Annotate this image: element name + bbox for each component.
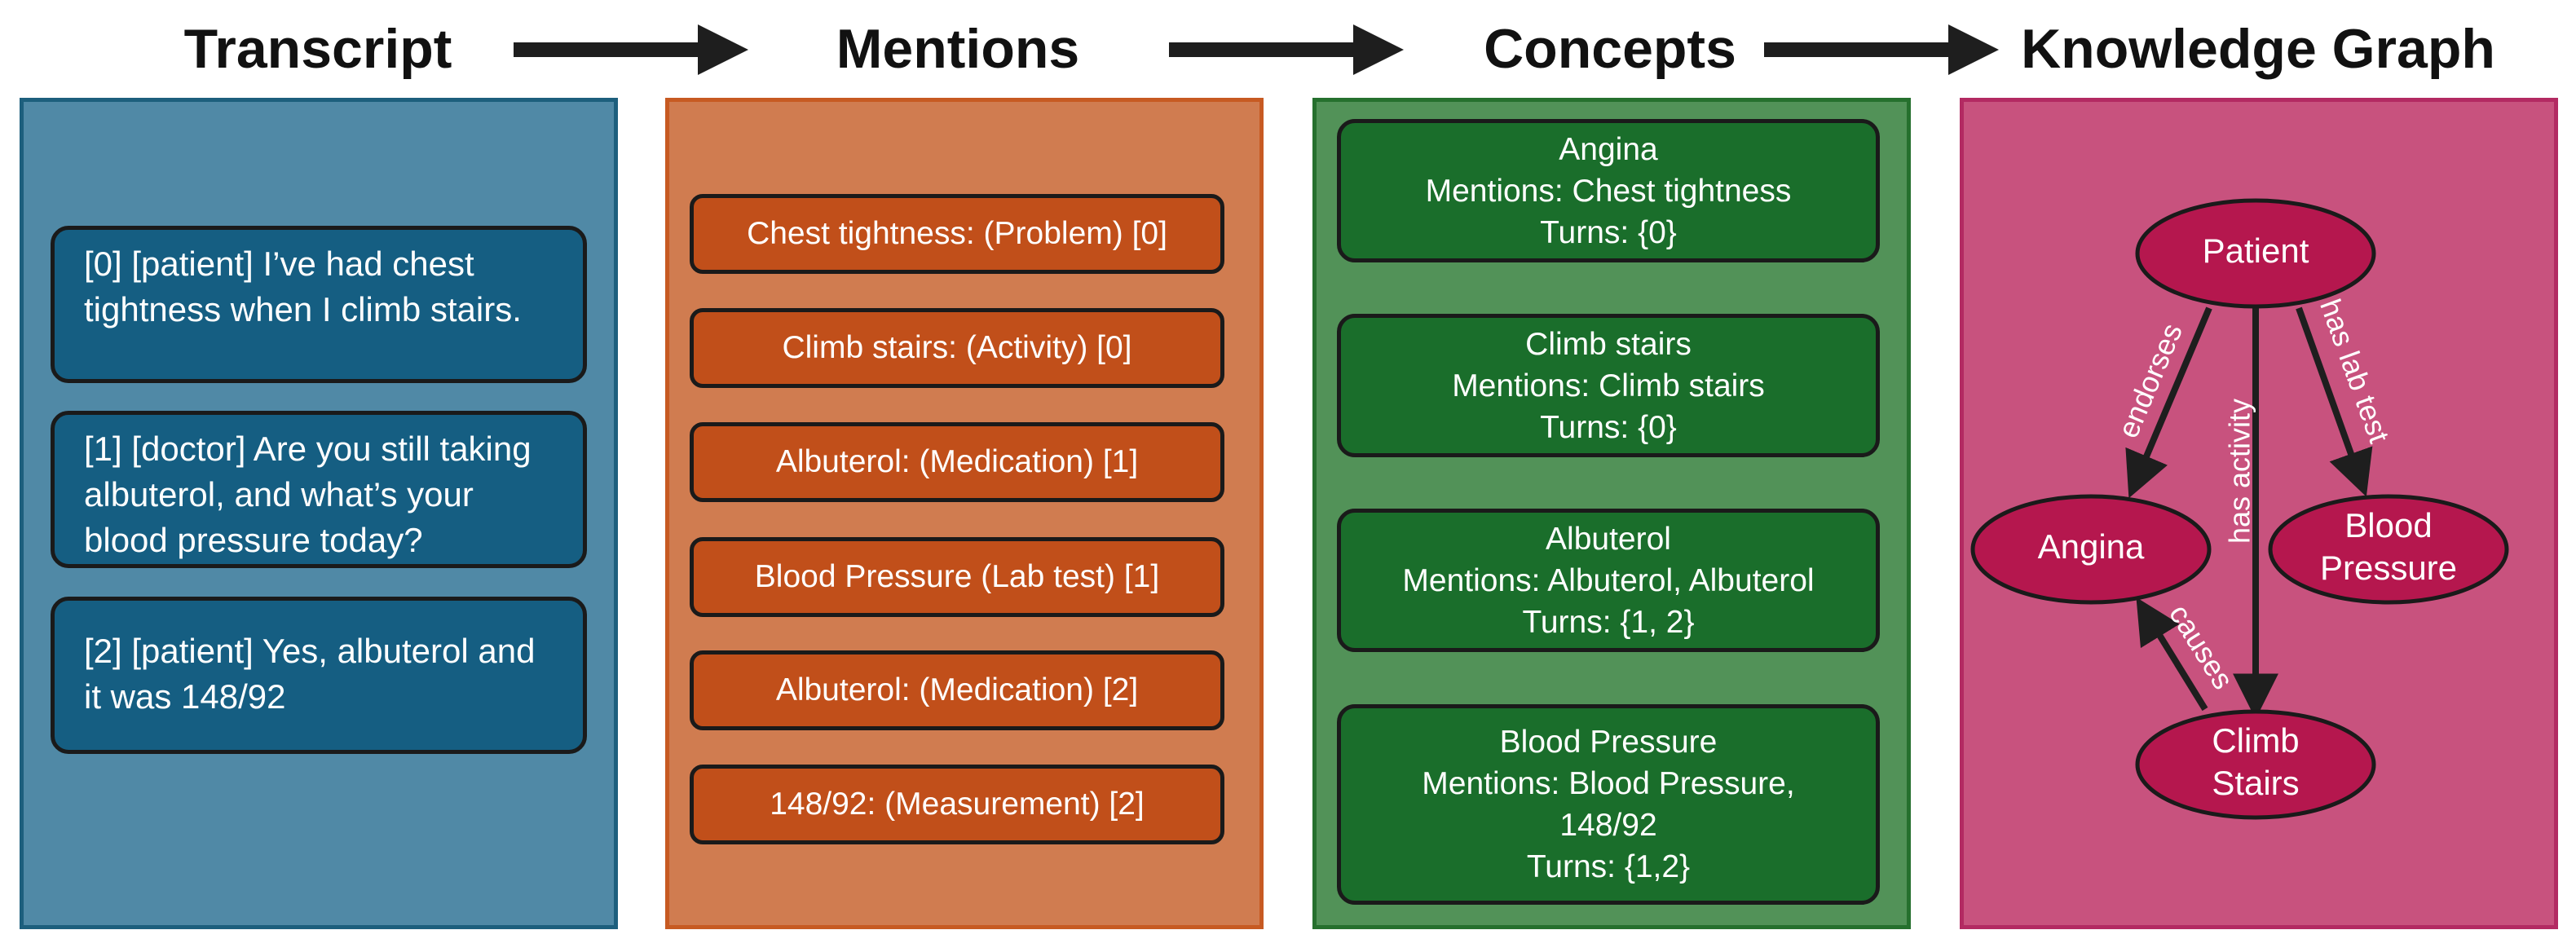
transcript-turn: [2] [patient] Yes, albuterol and it was … <box>51 597 587 754</box>
concept-mentions: Mentions: Blood Pressure, <box>1422 766 1795 801</box>
concept-name: Blood Pressure <box>1499 725 1718 760</box>
graph-node-label: Stairs <box>2212 764 2299 802</box>
graph-node-blood-pressure <box>2268 494 2509 605</box>
concept-card: Angina Mentions: Chest tightness Turns: … <box>1337 119 1880 262</box>
stage-title-knowledge-graph: Knowledge Graph <box>2021 18 2495 80</box>
graph-edge-endorses <box>2125 306 2212 499</box>
flow-arrow-shaft <box>514 42 701 57</box>
concept-turns: Turns: {0} <box>1540 214 1677 250</box>
flow-arrow-shaft <box>1169 42 1356 57</box>
flow-arrow-head <box>1353 24 1404 75</box>
mention-item: Climb stairs: (Activity) [0] <box>690 308 1224 388</box>
mention-item: Albuterol: (Medication) [1] <box>690 422 1224 502</box>
graph-node-label: Climb <box>2212 721 2299 760</box>
flow-arrow-shaft <box>1764 42 1952 57</box>
graph-node-patient <box>2135 198 2376 309</box>
concept-turns: Turns: {1, 2} <box>1522 604 1695 640</box>
flow-arrow-2 <box>1169 24 1404 75</box>
concept-name: Angina <box>1559 131 1658 167</box>
flow-arrow-3 <box>1764 24 1999 75</box>
stage-title-mentions: Mentions <box>836 18 1080 80</box>
graph-edge-causes <box>2136 597 2208 712</box>
mention-item: Blood Pressure (Lab test) [1] <box>690 537 1224 617</box>
transcript-turn: [0] [patient] I’ve had chest tightness w… <box>51 226 587 383</box>
concept-card: Climb stairs Mentions: Climb stairs Turn… <box>1337 314 1880 457</box>
transcript-turn: [1] [doctor] Are you still taking albute… <box>51 411 587 568</box>
concept-name: Albuterol <box>1546 521 1671 557</box>
concept-mentions: Mentions: Chest tightness <box>1425 173 1792 209</box>
graph-edge-label: causes <box>2163 598 2240 694</box>
graph-node-climb-stairs <box>2135 709 2376 820</box>
stage-title-concepts: Concepts <box>1484 18 1736 80</box>
mention-item: Chest tightness: (Problem) [0] <box>690 194 1224 274</box>
graph-node-label: Patient <box>2203 231 2309 270</box>
graph-node-label: Angina <box>2038 527 2145 566</box>
concept-turns: Turns: {0} <box>1540 409 1677 445</box>
concept-card: Blood Pressure Mentions: Blood Pressure,… <box>1337 704 1880 905</box>
concept-mentions: Mentions: Climb stairs <box>1452 368 1765 403</box>
concept-name: Climb stairs <box>1525 326 1692 362</box>
graph-edge-label: has lab test <box>2314 294 2397 447</box>
graph-edge-has-lab-test <box>2296 306 2373 497</box>
graph-node-label: Blood <box>2344 506 2432 544</box>
stage-title-transcript: Transcript <box>183 18 452 80</box>
graph-node-label: Pressure <box>2320 549 2457 587</box>
graph-edge-label: has activity <box>2223 399 2256 544</box>
concept-mentions-continued: 148/92 <box>1559 808 1657 843</box>
graph-node-angina <box>1970 494 2212 605</box>
flow-arrow-head <box>698 24 748 75</box>
concept-turns: Turns: {1,2} <box>1526 849 1691 884</box>
flow-arrow-head <box>1948 24 1999 75</box>
concept-card: Albuterol Mentions: Albuterol, Albuterol… <box>1337 509 1880 652</box>
concept-mentions: Mentions: Albuterol, Albuterol <box>1402 562 1815 598</box>
mention-item: 148/92: (Measurement) [2] <box>690 765 1224 844</box>
flow-arrow-1 <box>514 24 748 75</box>
mention-item: Albuterol: (Medication) [2] <box>690 650 1224 730</box>
